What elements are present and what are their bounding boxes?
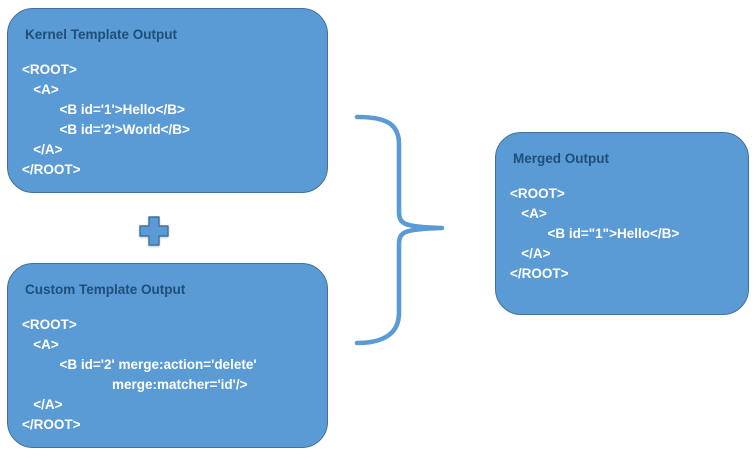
kernel-box-code: <ROOT> <A> <B id='1'>Hello</B> <B id='2'… [22, 62, 190, 177]
merged-box-title: Merged Output [513, 151, 609, 166]
right-curly-brace-shape [354, 114, 445, 346]
plus-icon [139, 216, 169, 246]
custom-box-code: <ROOT> <A> <B id='2' merge:action='delet… [22, 317, 257, 432]
plus-icon-shape [139, 216, 169, 246]
custom-box-title: Custom Template Output [25, 282, 186, 297]
kernel-template-output-box: Kernel Template Output <ROOT> <A> <B id=… [7, 8, 328, 193]
right-curly-brace-icon [354, 114, 445, 346]
merged-output-box: Merged Output <ROOT> <A> <B id="1">Hello… [495, 132, 749, 315]
merged-box-code: <ROOT> <A> <B id="1">Hello</B> </A> </RO… [510, 186, 680, 281]
custom-template-output-box: Custom Template Output <ROOT> <A> <B id=… [7, 263, 328, 448]
kernel-box-title: Kernel Template Output [25, 27, 178, 42]
